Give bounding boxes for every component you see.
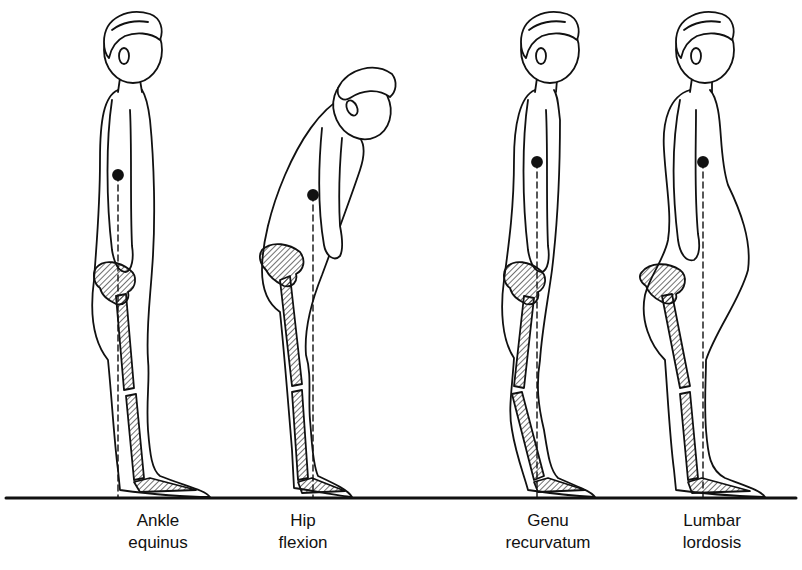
ground-line bbox=[6, 497, 796, 500]
caption-text: Genu recurvatum bbox=[501, 510, 596, 554]
caption-text: Ankle equinus bbox=[121, 510, 196, 554]
figure-ankle-equinus bbox=[92, 12, 210, 497]
figure-caption: Lumbar lordosis bbox=[673, 510, 751, 554]
figure-lumbar-lordosis bbox=[640, 12, 765, 497]
figure-hip-flexion bbox=[260, 67, 401, 497]
figure-caption: Hip flexion bbox=[268, 510, 338, 554]
caption-text: Lumbar lordosis bbox=[673, 510, 751, 554]
figure-caption: Genu recurvatum bbox=[501, 510, 596, 554]
figure-caption: Ankle equinus bbox=[121, 510, 196, 554]
caption-text: Hip flexion bbox=[268, 510, 338, 554]
figure-genu-recurvatum bbox=[502, 12, 595, 497]
